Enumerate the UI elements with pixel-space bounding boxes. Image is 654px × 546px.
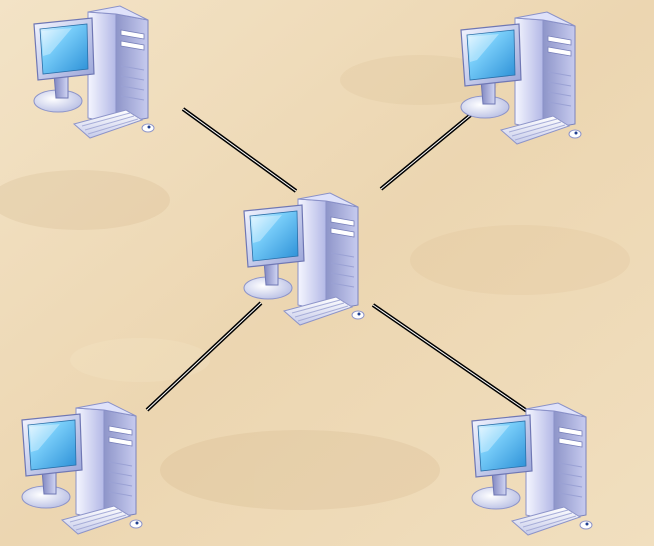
link-bottom-right [371, 303, 529, 413]
link-top-right [379, 111, 475, 191]
network-links [145, 107, 529, 413]
background-texture [0, 55, 630, 510]
link-top-left [181, 107, 298, 193]
link-bottom-left [145, 301, 263, 412]
